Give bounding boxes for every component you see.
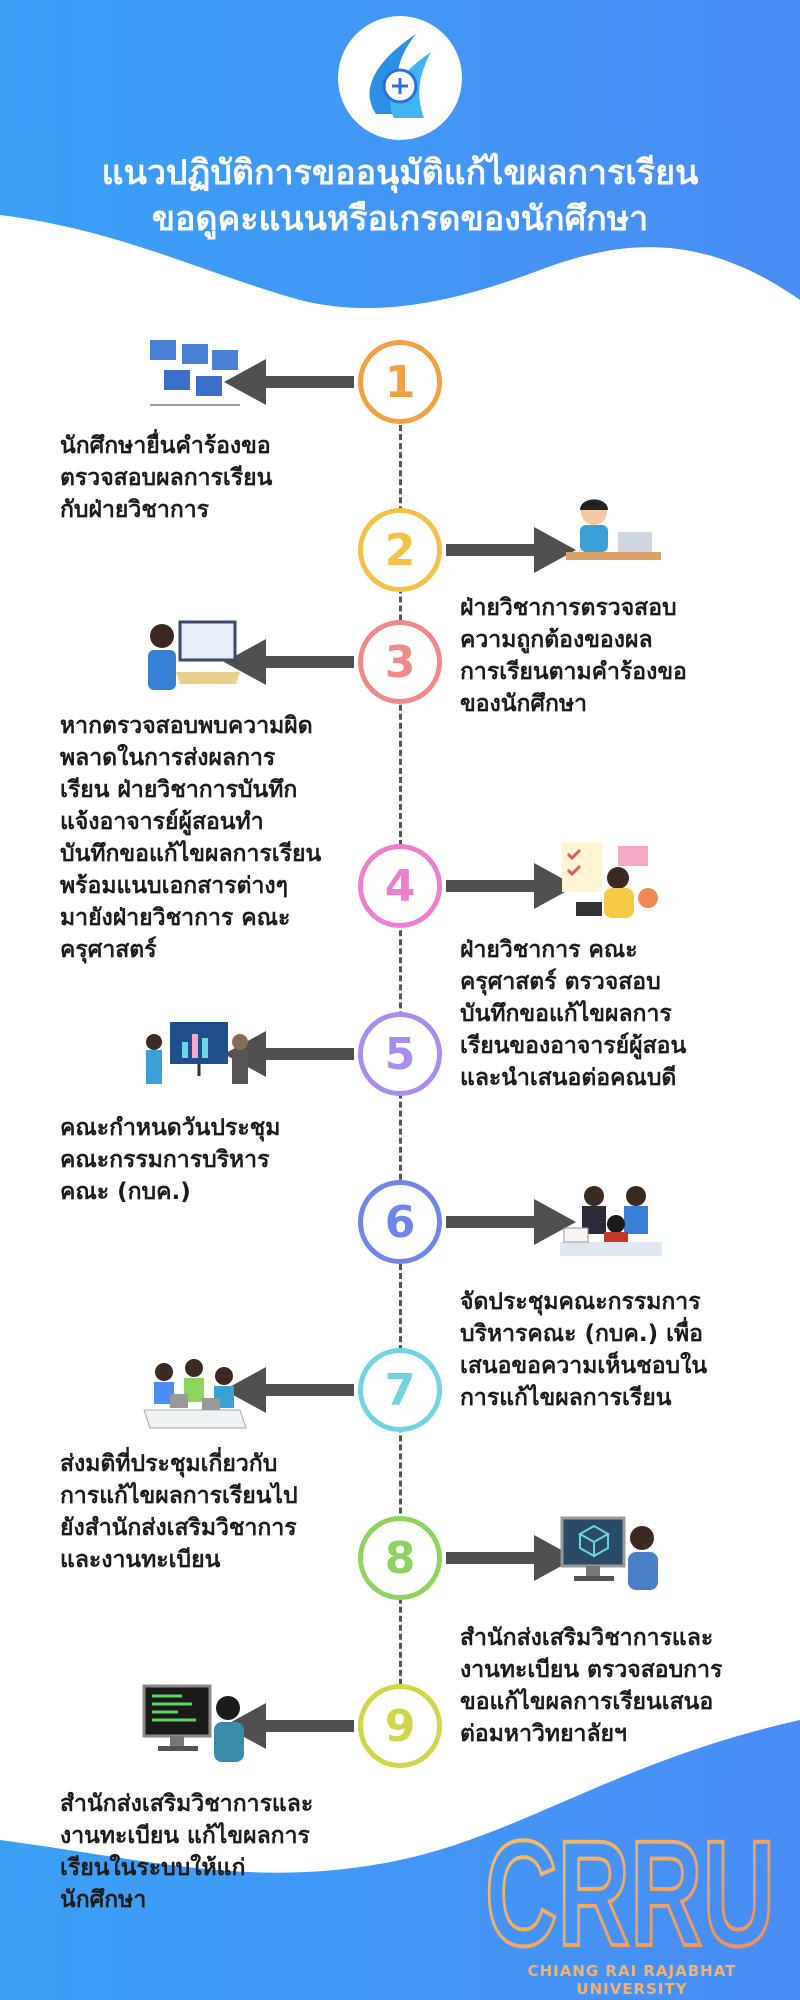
step-3-circle: 3 [358, 620, 442, 704]
step-1-arrow-icon [224, 359, 354, 405]
team-laptops-icon [140, 1350, 250, 1440]
step-number: 5 [384, 1028, 416, 1080]
step-2-text: ฝ่ายวิชาการตรวจสอบ ความถูกต้องของผล การเ… [460, 595, 687, 717]
step-6-text: จัดประชุมคณะกรรมการ บริหารคณะ (กบค.) เพื… [460, 1289, 708, 1411]
crru-logo: CRRU [483, 1820, 777, 1960]
university-name: CHIANG RAI RAJABHAT UNIVERSITY [527, 1962, 737, 1998]
step-9-arrow-icon [224, 1703, 354, 1749]
woman-checklist-icon [556, 836, 666, 926]
step-4-arrow-icon [446, 863, 576, 909]
step-3-text: หากตรวจสอบพบความผิด พลาดในการส่งผลการ เร… [60, 713, 322, 963]
step-8-text: สำนักส่งเสริมวิชาการและ งานทะเบียน ตรวจส… [460, 1625, 723, 1747]
person-laptop-icon [556, 490, 666, 580]
presentation-icon [140, 1014, 250, 1104]
person-desk-icon [140, 612, 250, 702]
step-number: 9 [384, 1700, 416, 1752]
step-2-arrow-icon [446, 527, 576, 573]
coder-icon [140, 1680, 250, 1770]
step-number: 8 [384, 1532, 416, 1584]
step-1-circle: 1 [358, 340, 442, 424]
step-number: 1 [384, 356, 416, 408]
monitor-user-icon [556, 1510, 666, 1600]
step-7-arrow-icon [224, 1367, 354, 1413]
page-title-line-1: แนวปฏิบัติการขออนุมัติแก้ไขผลการเรียน [101, 153, 699, 193]
step-7-circle: 7 [358, 1348, 442, 1432]
computer-network-icon [140, 330, 250, 420]
step-7-text: ส่งมติที่ประชุมเกี่ยวกับ การแก้ไขผลการเร… [60, 1451, 298, 1573]
step-number: 2 [384, 524, 416, 576]
step-number: 7 [384, 1364, 416, 1416]
step-9-circle: 9 [358, 1684, 442, 1768]
step-4-text: ฝ่ายวิชาการ คณะ ครุศาสตร์ ตรวจสอบ บันทึก… [460, 937, 687, 1091]
svg-text:CRRU: CRRU [485, 1820, 775, 1960]
step-number: 3 [384, 636, 416, 688]
step-2-circle: 2 [358, 508, 442, 592]
step-5-text: คณะกำหนดวันประชุม คณะกรรมการบริหาร คณะ (… [60, 1115, 281, 1205]
page-title-line-2: ขอดูคะแนนหรือเกรดของนักศึกษา [151, 199, 649, 239]
step-1-text: นักศึกษายื่นคำร้องขอ ตรวจสอบผลการเรียน ก… [60, 433, 273, 523]
step-6-arrow-icon [446, 1199, 576, 1245]
meeting-icon [556, 1180, 666, 1270]
step-5-circle: 5 [358, 1012, 442, 1096]
faculty-logo [336, 14, 464, 142]
step-4-circle: 4 [358, 844, 442, 928]
step-6-circle: 6 [358, 1180, 442, 1264]
step-8-arrow-icon [446, 1535, 576, 1581]
step-8-circle: 8 [358, 1516, 442, 1600]
step-9-text: สำนักส่งเสริมวิชาการและ งานทะเบียน แก้ไข… [60, 1791, 314, 1913]
step-3-arrow-icon [224, 639, 354, 685]
step-number: 6 [384, 1196, 416, 1248]
step-number: 4 [384, 860, 416, 912]
